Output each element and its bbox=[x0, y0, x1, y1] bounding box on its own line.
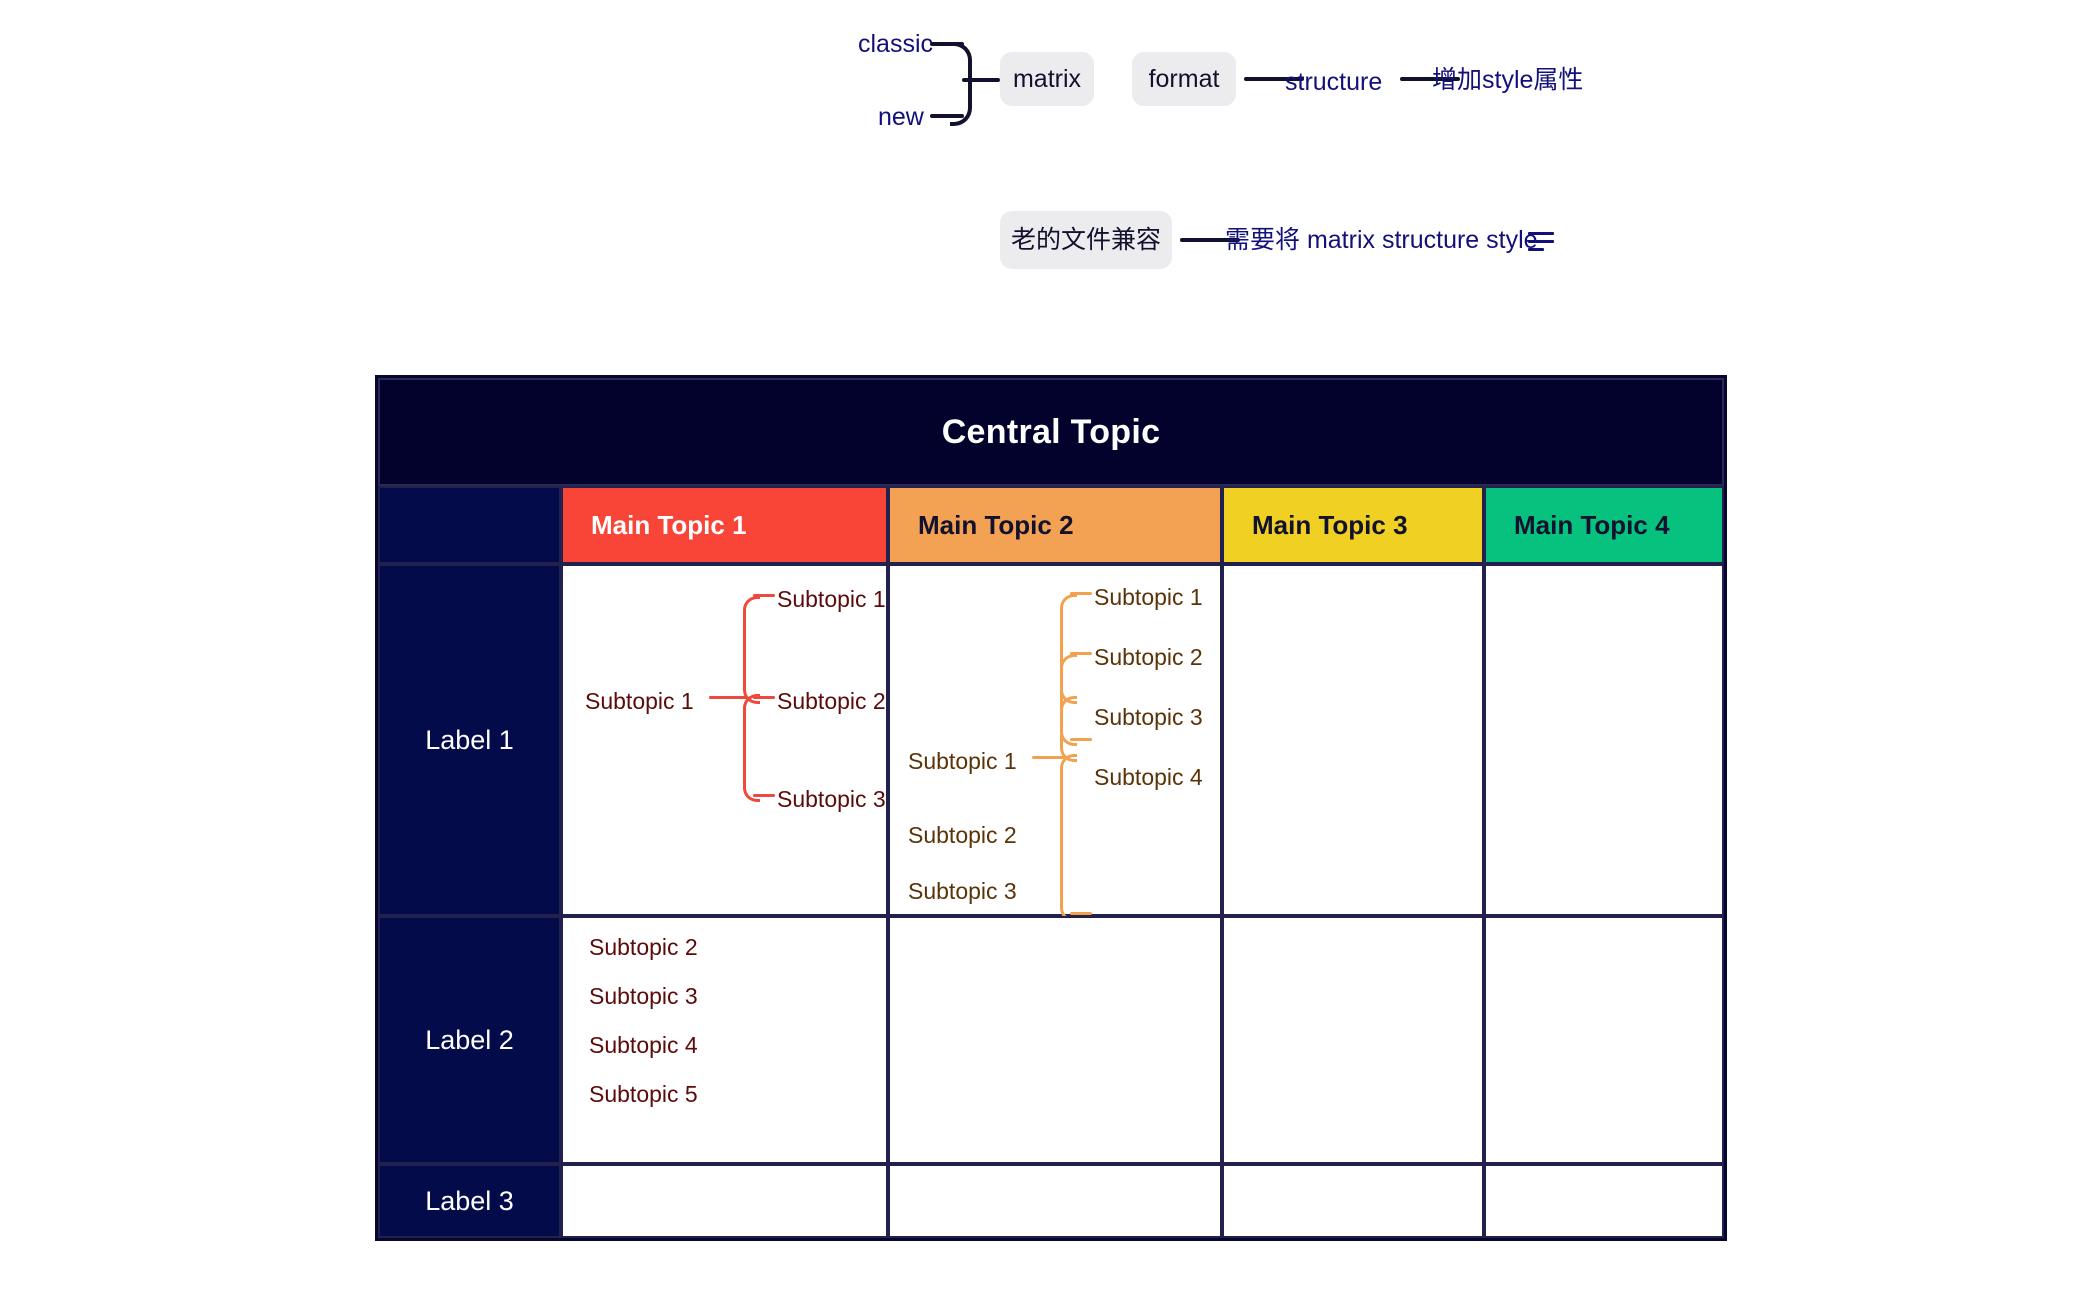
pill-legacy-compat[interactable]: 老的文件兼容 bbox=[1000, 211, 1172, 269]
matrix-corner-cell bbox=[378, 486, 561, 564]
connector-new bbox=[930, 114, 964, 118]
cell-label3-main-topic-3[interactable] bbox=[1222, 1164, 1484, 1238]
sibling-node-2[interactable]: Subtopic 3 bbox=[908, 878, 1017, 904]
notes-icon[interactable] bbox=[1528, 232, 1554, 252]
list-item[interactable]: Subtopic 3 bbox=[589, 983, 698, 1009]
column-header-main-topic-3[interactable]: Main Topic 3 bbox=[1222, 486, 1484, 564]
tree-link-child-3 bbox=[1070, 738, 1092, 741]
tree-link-parent bbox=[709, 696, 747, 699]
connector-format-structure bbox=[1244, 77, 1304, 81]
tree-child-1[interactable]: Subtopic 1 bbox=[1094, 584, 1203, 610]
tree-spine-lower bbox=[743, 694, 760, 802]
node-style-attribute[interactable]: 增加style属性 bbox=[1432, 66, 1584, 94]
tree-child-3[interactable]: Subtopic 3 bbox=[1094, 704, 1203, 730]
list-item[interactable]: Subtopic 2 bbox=[589, 934, 698, 960]
cell-label3-main-topic-4[interactable] bbox=[1484, 1164, 1724, 1238]
row-label-3[interactable]: Label 3 bbox=[378, 1164, 561, 1238]
matrix-table: Central Topic Main Topic 1 Main Topic 2 … bbox=[375, 375, 1727, 1241]
node-new[interactable]: new bbox=[878, 103, 924, 131]
cell-label2-main-topic-1[interactable]: Subtopic 2 Subtopic 3 Subtopic 4 Subtopi… bbox=[561, 916, 888, 1164]
row-label-2[interactable]: Label 2 bbox=[378, 916, 561, 1164]
connector-classic bbox=[930, 42, 964, 46]
mindmap-area: classic new matrix format structure 增加st… bbox=[0, 0, 2099, 290]
cell-label1-main-topic-3[interactable] bbox=[1222, 564, 1484, 916]
tree-child-2[interactable]: Subtopic 2 bbox=[1094, 644, 1203, 670]
cell-label3-main-topic-2[interactable] bbox=[888, 1164, 1222, 1238]
cell-label2-main-topic-3[interactable] bbox=[1222, 916, 1484, 1164]
list-item[interactable]: Subtopic 4 bbox=[589, 1032, 698, 1058]
pill-format[interactable]: format bbox=[1132, 52, 1236, 106]
column-header-main-topic-4[interactable]: Main Topic 4 bbox=[1484, 486, 1724, 564]
tree-link-child-2 bbox=[1070, 652, 1092, 655]
cell-label2-main-topic-2[interactable] bbox=[888, 916, 1222, 1164]
subtopic-tree-orange: Subtopic 1 Subtopic 1 Subtopic 2 Subtopi… bbox=[890, 566, 1220, 922]
tree-child-4[interactable]: Subtopic 4 bbox=[1094, 764, 1203, 790]
subtopic-tree-red: Subtopic 1 Subtopic 1 Subtopic 2 Subtopi… bbox=[563, 566, 886, 914]
column-header-main-topic-2[interactable]: Main Topic 2 bbox=[888, 486, 1222, 564]
pill-matrix[interactable]: matrix bbox=[1000, 52, 1094, 106]
cell-label2-main-topic-4[interactable] bbox=[1484, 916, 1724, 1164]
list-item[interactable]: Subtopic 5 bbox=[589, 1081, 698, 1107]
central-topic-header: Central Topic bbox=[378, 378, 1724, 486]
tree-link-child-3 bbox=[753, 794, 775, 797]
tree-child-3[interactable]: Subtopic 3 bbox=[777, 786, 886, 812]
connector-brace-to-matrix bbox=[962, 78, 1000, 82]
tree-link-child-4 bbox=[1070, 912, 1092, 915]
matrix-grid: Main Topic 1 Main Topic 2 Main Topic 3 M… bbox=[378, 486, 1724, 1238]
tree-spine bbox=[743, 596, 760, 704]
tree-spine-mid-lower bbox=[1060, 696, 1077, 746]
cell-label1-main-topic-2[interactable]: Subtopic 1 Subtopic 1 Subtopic 2 Subtopi… bbox=[888, 564, 1222, 922]
node-structure[interactable]: structure bbox=[1285, 68, 1383, 96]
tree-child-1[interactable]: Subtopic 1 bbox=[777, 586, 886, 612]
tree-parent-node[interactable]: Subtopic 1 bbox=[585, 688, 694, 714]
row-label-1[interactable]: Label 1 bbox=[378, 564, 561, 916]
tree-spine-lower bbox=[1060, 754, 1077, 922]
tree-parent-node[interactable]: Subtopic 1 bbox=[908, 748, 1017, 774]
tree-link-parent bbox=[1032, 756, 1064, 759]
column-header-main-topic-1[interactable]: Main Topic 1 bbox=[561, 486, 888, 564]
tree-link-child-1 bbox=[753, 594, 775, 597]
tree-link-child-1 bbox=[1070, 592, 1092, 595]
cell-label1-main-topic-4[interactable] bbox=[1484, 564, 1724, 916]
cell-label1-main-topic-1[interactable]: Subtopic 1 Subtopic 1 Subtopic 2 Subtopi… bbox=[561, 564, 888, 916]
node-classic[interactable]: classic bbox=[858, 30, 934, 58]
tree-child-2[interactable]: Subtopic 2 bbox=[777, 688, 886, 714]
connector-structure-style bbox=[1400, 77, 1460, 81]
brace-bracket bbox=[950, 42, 972, 126]
node-legacy-note[interactable]: 需要将 matrix structure style bbox=[1225, 226, 1538, 254]
tree-link-child-2 bbox=[753, 696, 775, 699]
connector-legacy bbox=[1180, 238, 1240, 242]
cell-label3-main-topic-1[interactable] bbox=[561, 1164, 888, 1238]
sibling-node-1[interactable]: Subtopic 2 bbox=[908, 822, 1017, 848]
subtopic-list: Subtopic 2 Subtopic 3 Subtopic 4 Subtopi… bbox=[589, 936, 698, 1132]
